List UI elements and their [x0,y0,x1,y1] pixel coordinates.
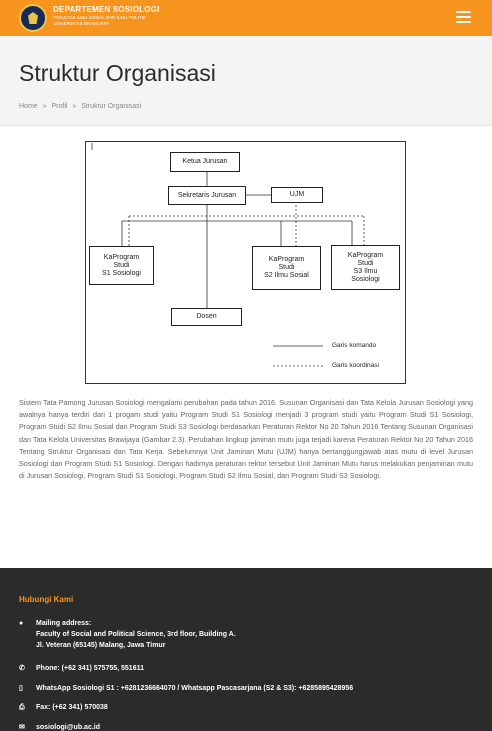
page-title-bar: Struktur Organisasi Home » Profil » Stru… [0,36,492,126]
site-footer: Hubungi Kami ● Mailing address: Faculty … [0,568,492,731]
org-box-line: Studi [357,259,374,267]
fax-text: Fax: (+62 341) 570038 [36,704,108,711]
brand-subtitle-line2: UNIVERSITAS BRAWIJAYA [53,21,110,26]
brand-subtitle-line1: FAKULTAS ILMU SOSIAL DAN ILMU POLITIK [53,15,146,20]
phone-text[interactable]: Phone: (+62 341) 575755, 551611 [36,665,144,672]
mobile-icon: ▯ [19,685,23,692]
org-box-ujm: UJM [271,187,323,203]
org-box-line: Sosiologi [351,275,380,283]
body-paragraph: Sistem Tata Pamong Jurusan Sosiologi men… [19,398,473,481]
footer-heading: Hubungi Kami [19,595,74,604]
org-box-dosen: Dosen [171,308,242,326]
breadcrumb-separator: » [42,103,47,110]
org-box-ketua-jurusan: Ketua Jurusan [170,152,240,172]
org-chart-lines [91,143,365,367]
email-link[interactable]: sosiologi@ub.ac.id [36,724,100,731]
breadcrumb-current: Struktur Organisasi [81,103,142,110]
phone-icon: ✆ [19,665,25,672]
address-label: Mailing address: [36,620,92,627]
hamburger-menu-icon[interactable] [456,11,471,24]
org-box-line: KaProgram [103,253,140,261]
org-box-line: S1 Sosiologi [102,269,141,277]
fax-icon: ⎙ [19,704,25,711]
address-line-1: Faculty of Social and Political Science,… [36,631,236,638]
breadcrumb: Home » Profil » Struktur Organisasi [19,103,144,110]
breadcrumb-profil[interactable]: Profil [51,103,68,110]
whatsapp-text[interactable]: WhatsApp Sosiologi S1 : +6281236664070 /… [36,685,354,692]
org-box-kaprogram-s1: KaProgram Studi S1 Sosiologi [89,246,154,285]
org-box-line: KaProgram [347,251,384,259]
org-box-kaprogram-s2: KaProgram Studi S2 Ilmu Sosial [252,246,321,290]
university-logo[interactable] [19,4,47,32]
org-box-line: S2 Ilmu Sosial [264,272,309,279]
org-box-line: Studi [278,264,295,271]
org-box-kaprogram-s3: KaProgram Studi S3 Ilmu Sosiologi [331,245,400,290]
site-header: DEPARTEMEN SOSIOLOGI FAKULTAS ILMU SOSIA… [0,0,492,36]
brand-subtitle: FAKULTAS ILMU SOSIAL DAN ILMU POLITIK UN… [53,15,193,27]
org-box-line: KaProgram [268,256,305,263]
breadcrumb-separator: » [72,103,77,110]
org-box-sekretaris-jurusan: Sekretaris Jurusan [168,186,246,205]
map-pin-icon: ● [19,620,24,627]
envelope-icon: ✉ [19,724,25,731]
org-chart-image: Ketua Jurusan Sekretaris Jurusan UJM KaP… [85,141,406,384]
legend-garis-koordinasi: Garis koordinasi [332,362,379,369]
breadcrumb-home[interactable]: Home [19,103,38,110]
page-title: Struktur Organisasi [19,60,216,86]
address-line-2: Jl. Veteran (65145) Malang, Jawa Timur [36,642,166,649]
org-box-line: Studi [113,261,130,269]
legend-garis-komando: Garis komando [332,342,377,349]
org-box-line: S3 Ilmu [353,267,378,275]
brand-title[interactable]: DEPARTEMEN SOSIOLOGI [53,5,160,14]
